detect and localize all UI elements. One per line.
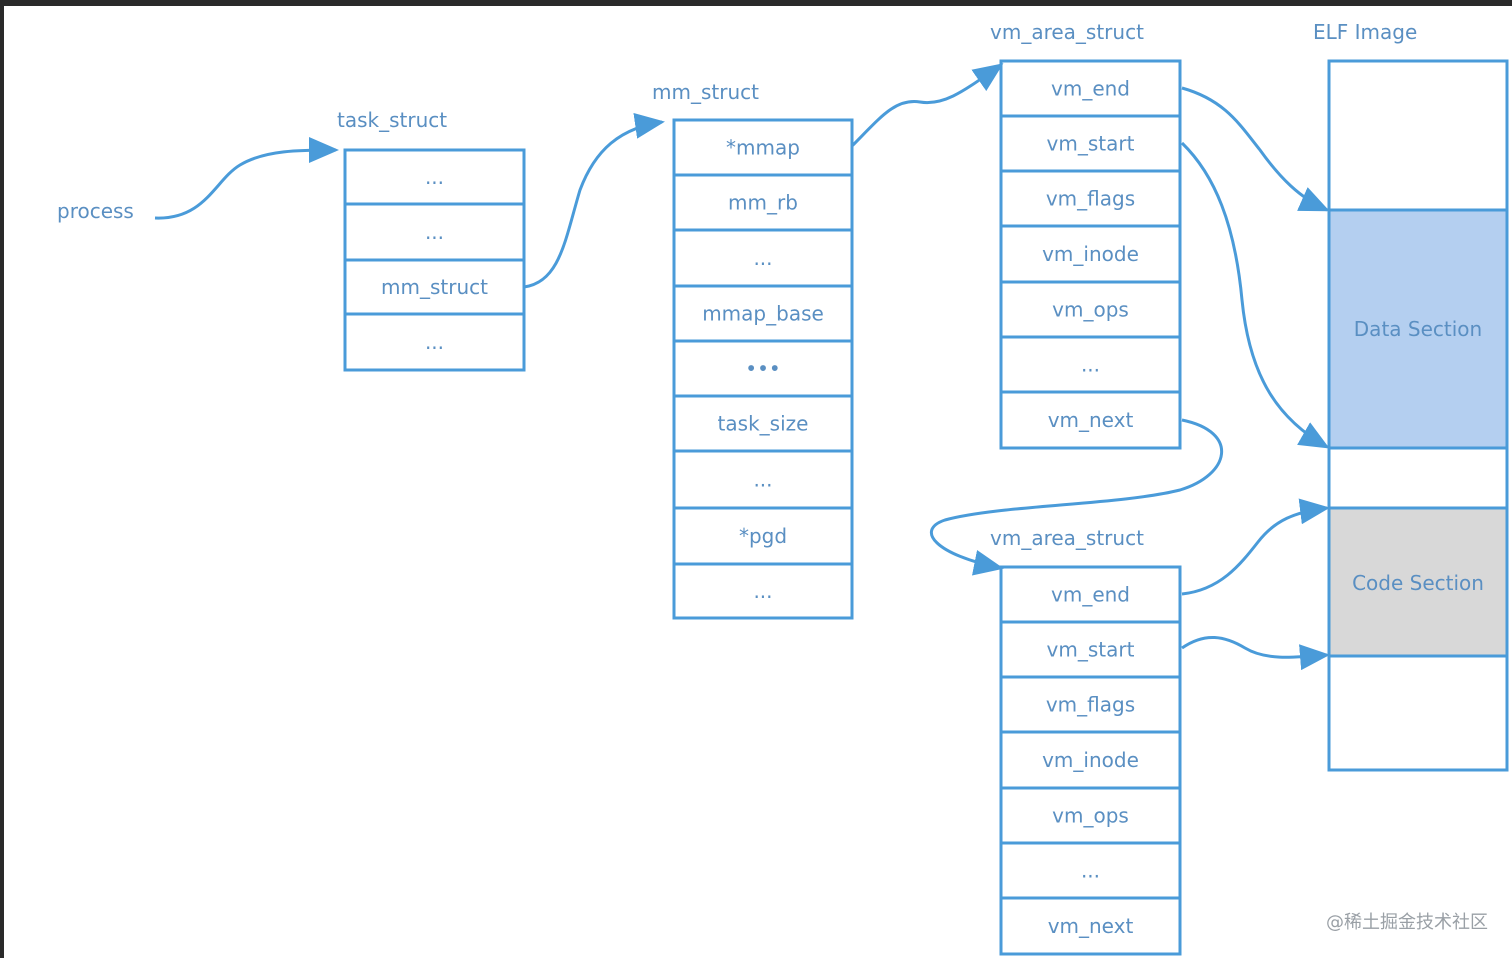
mm-struct-field-label: *pgd xyxy=(739,524,787,548)
mm-struct: mm_struct *mmap mm_rb... mmap_base ••• task_… xyxy=(652,80,854,620)
task-struct-field-box xyxy=(343,202,526,262)
mm-struct-field-label: ... xyxy=(753,468,772,492)
vm-area-struct-2-field-box xyxy=(999,730,1182,790)
mm-struct-field-box xyxy=(672,562,854,620)
mm-struct-field-label: ... xyxy=(753,246,772,270)
mm-struct-field-box xyxy=(672,284,854,343)
mm-struct-field-box xyxy=(672,118,854,177)
vm-area-struct-2-field-label: vm_next xyxy=(1048,914,1134,938)
task-struct-field-label: ... xyxy=(425,220,444,244)
code-section-label: Code Section xyxy=(1352,571,1484,595)
elf-image: ELF Image Data Section Code Section xyxy=(1313,20,1509,772)
mm-struct-field-label: mmap_base xyxy=(702,302,824,326)
vm-area-struct-2-field-box xyxy=(999,896,1182,956)
vm-area-struct-2-field-box xyxy=(999,841,1182,900)
mm-struct-field-box xyxy=(672,506,854,566)
vm-area-struct-2-field-box xyxy=(999,620,1182,679)
mm-struct-field-box xyxy=(672,394,854,453)
vm-area-struct-2-field-box xyxy=(999,565,1182,624)
mm-struct-field-label: task_size xyxy=(718,412,809,436)
task-struct-field-box xyxy=(343,312,526,372)
task-struct-title: task_struct xyxy=(337,108,447,132)
vm-area-struct-1-field-box xyxy=(999,114,1182,173)
vm-area-struct-1: vm_area_struct vm_end vm_start vm_flags vm_… xyxy=(990,20,1182,450)
vm-area-struct-1-field-label: vm_start xyxy=(1047,132,1135,156)
vm-area-struct-1-title: vm_area_struct xyxy=(990,20,1144,44)
process-label: process xyxy=(57,199,134,223)
mm-struct-field-box xyxy=(672,449,854,510)
vm-area-struct-1-field-label: vm_end xyxy=(1051,77,1130,101)
vm-area-struct-2: vm_area_struct vm_end vm_start vm_flags vm_… xyxy=(990,526,1182,956)
arrow-vm2-end-to-code-section-start xyxy=(1181,498,1330,596)
vm-area-struct-2-field-label: vm_start xyxy=(1047,638,1135,662)
mm-struct-field-box xyxy=(672,228,854,288)
vm-area-struct-2-field-label: vm_end xyxy=(1051,583,1130,607)
vm-area-struct-2-field-label: vm_inode xyxy=(1042,748,1139,772)
mm-struct-field-label: ••• xyxy=(745,357,780,381)
arrow-mmap-to-vm-area-struct-1 xyxy=(850,63,1004,148)
vm-area-struct-1-field-box xyxy=(999,390,1182,450)
mm-struct-field-label: *mmap xyxy=(726,136,800,160)
code-section xyxy=(1327,506,1509,658)
mm-struct-field-label: mm_rb xyxy=(728,191,798,215)
vm-area-struct-2-field-box xyxy=(999,786,1182,845)
task-struct: task_struct ...... mm_struct... xyxy=(337,108,526,372)
arrow-vm2-start-to-code-section-end xyxy=(1181,635,1330,671)
data-section-label: Data Section xyxy=(1354,317,1482,341)
vm-area-struct-1-field-label: vm_ops xyxy=(1052,298,1129,322)
arrow-task-mm-to-mm-struct xyxy=(523,112,665,289)
arrow-vm1-end-to-data-section-start xyxy=(1181,86,1330,212)
mm-struct-title: mm_struct xyxy=(652,80,759,104)
mm-struct-field-box xyxy=(672,173,854,232)
data-section xyxy=(1327,208,1509,450)
vm-area-struct-2-field-box xyxy=(999,675,1182,734)
task-struct-field-label: ... xyxy=(425,330,444,354)
connectors xyxy=(154,63,1330,671)
elf-image-title: ELF Image xyxy=(1313,20,1417,44)
vm-area-struct-1-field-label: vm_next xyxy=(1048,408,1134,432)
task-struct-field-label: ... xyxy=(425,165,444,189)
arrow-vm1-next-to-vm-area-struct-2 xyxy=(930,418,1224,576)
mm-struct-field-label: ... xyxy=(753,579,772,603)
arrow-vm1-start-to-data-section-end xyxy=(1180,141,1330,449)
vm-area-struct-2-field-label: vm_flags xyxy=(1046,693,1135,717)
watermark: @稀土掘金技术社区 xyxy=(1326,912,1488,933)
vm-area-struct-2-title: vm_area_struct xyxy=(990,526,1144,550)
mm-struct-field-box xyxy=(672,339,854,398)
vm-area-struct-1-field-label: vm_inode xyxy=(1042,242,1139,266)
task-struct-field-label: mm_struct xyxy=(381,275,488,299)
vm-area-struct-1-field-box xyxy=(999,169,1182,228)
vm-area-struct-1-field-label: vm_flags xyxy=(1046,187,1135,211)
arrow-process-to-task-struct xyxy=(154,137,339,220)
vm-area-struct-2-field-label: vm_ops xyxy=(1052,804,1129,828)
vm-area-struct-1-field-label: ... xyxy=(1081,353,1100,377)
vm-area-struct-2-field-label: ... xyxy=(1081,859,1100,883)
